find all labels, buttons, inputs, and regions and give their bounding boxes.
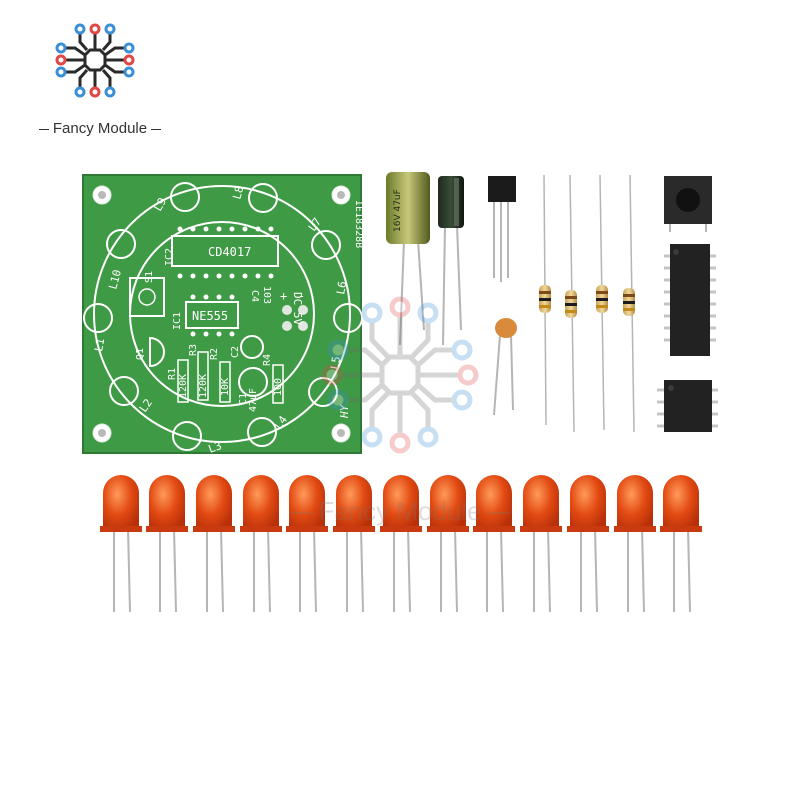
label-l2: L2 xyxy=(137,396,155,414)
ic-chip-dip8 xyxy=(657,380,718,432)
label-l10: L10 xyxy=(106,268,124,291)
ic1-part-label: NE555 xyxy=(192,309,228,323)
led xyxy=(193,475,235,613)
label-l1: L1 xyxy=(92,337,107,352)
watermark-logo-icon xyxy=(321,296,479,454)
led xyxy=(100,475,142,613)
resistors xyxy=(539,174,635,433)
tactile-switch xyxy=(664,176,712,232)
led xyxy=(146,475,188,613)
r3-designator: R3 xyxy=(188,344,199,356)
led xyxy=(660,475,702,613)
capacitor-label: 16V 47uF xyxy=(393,189,403,232)
label-l7: L7 xyxy=(306,215,324,233)
polarity-minus: - xyxy=(298,289,305,303)
label-l5: L5 xyxy=(328,355,343,370)
r4-value: 100 xyxy=(273,378,284,396)
led xyxy=(286,475,328,613)
ic2-part-label: CD4017 xyxy=(208,245,251,259)
led xyxy=(567,475,609,613)
c1-designator: C1 xyxy=(238,393,249,405)
ceramic-capacitor xyxy=(493,318,517,416)
label-l3: L3 xyxy=(207,439,224,456)
led-footprints xyxy=(83,182,363,451)
led xyxy=(520,475,562,613)
r1-value: 120K xyxy=(178,374,189,398)
c4-designator: C4 xyxy=(249,290,260,302)
circuit-logo-icon xyxy=(55,23,135,98)
led xyxy=(240,475,282,613)
brand-logo: Fancy Module xyxy=(30,20,170,145)
board-part-number: IE18328B xyxy=(353,200,364,248)
r1-designator: R1 xyxy=(167,368,178,380)
brand-name: Fancy Module xyxy=(30,120,170,137)
c4-value: 103 xyxy=(261,286,272,304)
r3-value: 120K xyxy=(198,374,209,398)
ic-chip-dip16 xyxy=(664,244,716,356)
led-row xyxy=(100,475,702,613)
electrolytic-capacitor-small xyxy=(438,176,464,346)
led xyxy=(427,475,469,613)
q1-designator: Q1 xyxy=(135,348,146,360)
ic1-designator: IC1 xyxy=(172,312,183,330)
ic2-designator: IC2 xyxy=(164,248,175,266)
label-l6: L6 xyxy=(334,280,349,295)
c2-designator: C2 xyxy=(230,346,241,358)
label-l8: L8 xyxy=(230,185,246,201)
r2-value: 10K xyxy=(220,378,231,396)
r2-designator: R2 xyxy=(209,348,220,360)
transistor xyxy=(488,176,516,282)
r4-designator: R4 xyxy=(262,354,273,366)
power-label: DC 5V xyxy=(291,292,304,325)
label-l9: L9 xyxy=(151,196,169,214)
led xyxy=(380,475,422,613)
led xyxy=(473,475,515,613)
pcb-board: L1 L2 L3 L4 L5 L6 L7 L8 L9 L10 CD4017 IC… xyxy=(82,174,364,456)
maker-mark: HY xyxy=(338,403,351,419)
polarity-plus: + xyxy=(280,289,287,303)
electrolytic-capacitor-large: 16V 47uF xyxy=(386,172,430,346)
c1-value: 47uF xyxy=(248,388,259,412)
s1-designator: S1 xyxy=(144,271,155,283)
led xyxy=(333,475,375,613)
led xyxy=(614,475,656,613)
